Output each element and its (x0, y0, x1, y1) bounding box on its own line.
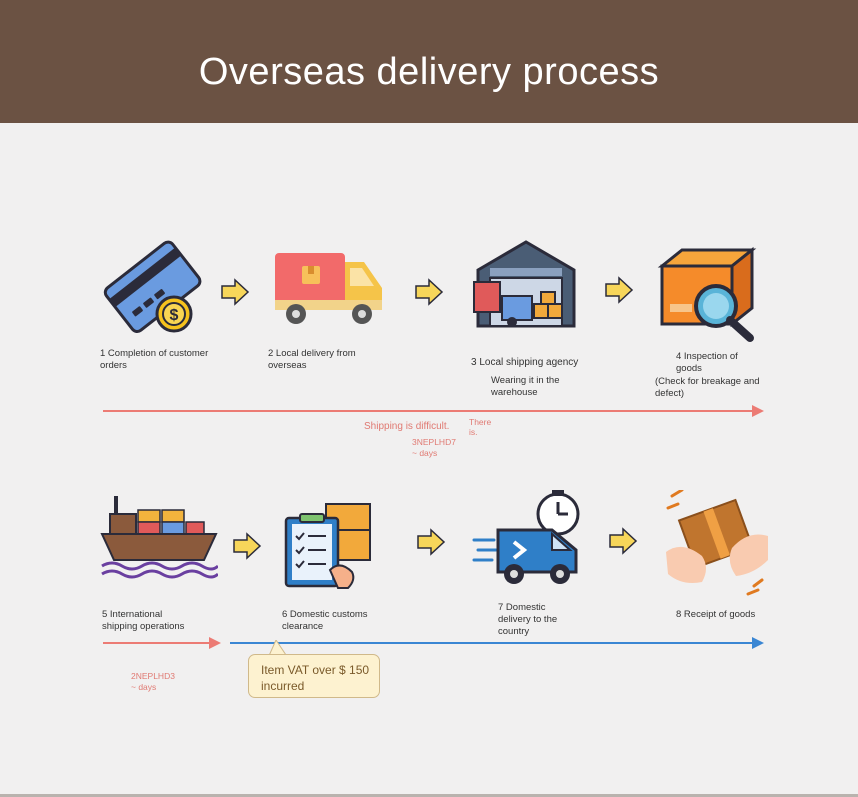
timeline-blue-row2 (230, 642, 754, 644)
step-7-label: 7 Domestic delivery to the country (498, 602, 558, 637)
timeline-arrowhead (752, 637, 764, 649)
delivery-truck-icon (275, 253, 382, 324)
arrow-right-icon (605, 276, 634, 304)
step-3-sublabel: Wearing it in the warehouse (491, 375, 560, 398)
page-title: Overseas delivery process (198, 51, 660, 93)
step-5-label: 5 International shipping operations (102, 609, 185, 632)
timeline-red-row2 (103, 642, 211, 644)
arrow-right-icon (221, 278, 250, 306)
warehouse-icon (473, 240, 576, 328)
vat-callout-text: Item VAT over $ 150 incurred (261, 663, 370, 693)
step-2-label: 2 Local delivery from overseas (268, 348, 356, 371)
bottom-divider (0, 794, 858, 797)
svg-text:$: $ (170, 307, 179, 324)
arrow-right-icon (415, 278, 444, 306)
shipping-code-row1: 3NEPLHD7 (412, 437, 456, 447)
arrow-right-icon (233, 532, 262, 560)
hands-receiving-box-icon (666, 490, 768, 596)
clipboard-boxes-icon (284, 503, 371, 589)
shipping-days-row2: ~ days (131, 682, 157, 692)
step-4-label: 4 Inspection of goods (676, 351, 738, 374)
timeline-arrowhead (209, 637, 221, 649)
credit-card-dollar-icon: $ (103, 240, 202, 334)
arrow-right-icon (609, 527, 638, 555)
step-1-label: 1 Completion of customer orders (100, 348, 209, 371)
arrow-right-icon (417, 528, 446, 556)
timeline-red-row1 (103, 410, 755, 412)
shipping-note-side: There is. (469, 417, 492, 437)
fast-delivery-van-icon (472, 490, 580, 584)
step-4-sublabel: (Check for breakage and defect) (655, 376, 760, 399)
shipping-code-row2: 2NEPLHD3 (131, 671, 175, 681)
shipping-days-row1: ~ days (412, 448, 438, 458)
timeline-arrowhead (752, 405, 764, 417)
box-magnifier-icon (657, 246, 757, 342)
step-6-label: 6 Domestic customs clearance (282, 609, 368, 632)
shipping-note: Shipping is difficult. (364, 421, 450, 432)
step-3-label: 3 Local shipping agency (471, 357, 579, 368)
vat-callout: Item VAT over $ 150 incurred (248, 654, 380, 698)
step-8-label: 8 Receipt of goods (676, 609, 756, 620)
header-banner: Overseas delivery process (0, 0, 858, 123)
cargo-ship-icon (100, 496, 218, 579)
